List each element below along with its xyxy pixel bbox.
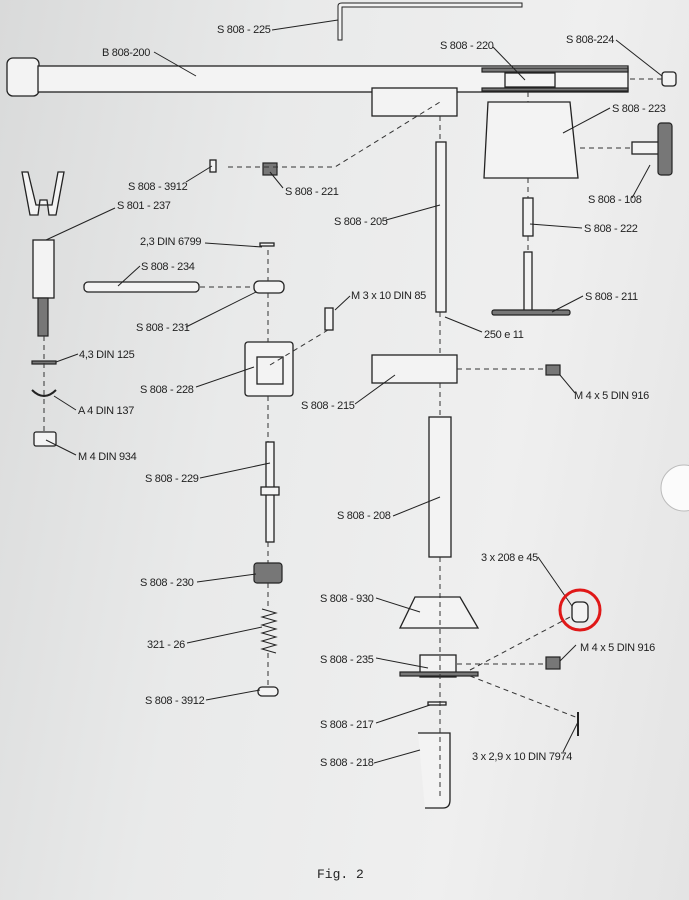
counterweight: [483, 101, 579, 179]
set-screw-2: [545, 656, 561, 670]
shaft-collar: [260, 486, 280, 496]
washer-217: [427, 701, 447, 706]
small-screw: [209, 159, 217, 173]
label-s808-235: S 808 - 235: [320, 654, 374, 666]
label-s808-221: S 808 - 221: [285, 186, 339, 198]
allen-key: [337, 2, 523, 41]
label-s808-215: S 808 - 215: [301, 400, 355, 412]
label-s808-220: S 808 - 220: [440, 40, 494, 52]
label-250e11: 250 e 11: [484, 329, 524, 341]
label-s808-234: S 808 - 234: [141, 261, 195, 273]
label-s808-108: S 808 - 108: [588, 194, 642, 206]
label-b808-200: B 808-200: [102, 47, 150, 59]
spring: [260, 608, 278, 654]
pivot-rod: [435, 141, 447, 313]
circlip: [259, 242, 275, 247]
thumb-screw-head: [657, 122, 673, 176]
label-din125: 4,3 DIN 125: [79, 349, 135, 361]
fork-thread: [37, 297, 49, 337]
label-s801-237: S 801 - 237: [117, 200, 171, 212]
tonearm-rear: [481, 67, 629, 73]
label-s808-208: S 808 - 208: [337, 510, 391, 522]
screw-m3: [324, 307, 334, 331]
assembly-lines: [43, 78, 662, 800]
highlight-circle: [558, 588, 602, 632]
arm-bracket: [371, 87, 458, 117]
pin: [83, 281, 200, 293]
screw-3912: [257, 686, 279, 697]
fork-shaft: [32, 239, 55, 299]
parts: [6, 2, 677, 809]
label-s808-228: S 808 - 228: [140, 384, 194, 396]
label-s808-223: S 808 - 223: [612, 103, 666, 115]
label-s808-231: S 808 - 231: [136, 322, 190, 334]
set-screw: [545, 364, 561, 376]
label-s808-229: S 808 - 229: [145, 473, 199, 485]
roller: [253, 280, 285, 294]
spacer: [522, 197, 534, 237]
label-m4x5-din916-bottom: M 4 x 5 DIN 916: [580, 642, 655, 654]
label-s808-222: S 808 - 222: [584, 223, 638, 235]
label-s808-205: S 808 - 205: [334, 216, 388, 228]
label-din6799: 2,3 DIN 6799: [140, 236, 201, 248]
label-din137: A 4 DIN 137: [78, 405, 134, 417]
label-s808-3912-top: S 808 - 3912: [128, 181, 188, 193]
label-s808-3912-bottom: S 808 - 3912: [145, 695, 205, 707]
label-321-26: 321 - 26: [147, 639, 185, 651]
base-plate: [491, 309, 571, 316]
label-s808-230: S 808 - 230: [140, 577, 194, 589]
tonearm-rear-bottom: [481, 87, 629, 92]
block-window: [256, 356, 284, 385]
part-labels: S 808 - 225 B 808-200 S 808 - 220 S 808-…: [78, 24, 666, 769]
leader-lines: [45, 19, 663, 764]
tube-208: [428, 416, 452, 558]
label-s808-224: S 808-224: [566, 34, 614, 46]
end-cap: [661, 71, 677, 87]
tonearm-knob: [6, 57, 40, 97]
figure-caption: Fig. 2: [317, 867, 364, 882]
label-m4x5-din916-top: M 4 x 5 DIN 916: [574, 390, 649, 402]
spring-washer: [31, 389, 57, 397]
grub-screw: [262, 162, 278, 176]
punch-hole: [660, 464, 689, 512]
label-m3x10-din85: M 3 x 10 DIN 85: [351, 290, 426, 302]
flange-235: [399, 671, 479, 677]
part-3x208: [571, 601, 589, 623]
label-s808-217: S 808 - 217: [320, 719, 374, 731]
label-s808-211: S 808 - 211: [585, 291, 638, 303]
stud: [523, 251, 533, 313]
fork-headshell: [21, 171, 65, 216]
label-s808-930: S 808 - 930: [320, 593, 374, 605]
arm-lever: [371, 354, 458, 384]
weight-slot: [504, 72, 556, 88]
label-3x208e45: 3 x 208 e 45: [481, 552, 538, 564]
bracket-218: [418, 732, 451, 809]
label-s808-225: S 808 - 225: [217, 24, 271, 36]
label-din934: M 4 DIN 934: [78, 451, 137, 463]
cone-930: [398, 596, 480, 629]
label-s808-218: S 808 - 218: [320, 757, 374, 769]
label-din7974: 3 x 2,9 x 10 DIN 7974: [472, 751, 572, 763]
nut-230: [253, 562, 283, 584]
